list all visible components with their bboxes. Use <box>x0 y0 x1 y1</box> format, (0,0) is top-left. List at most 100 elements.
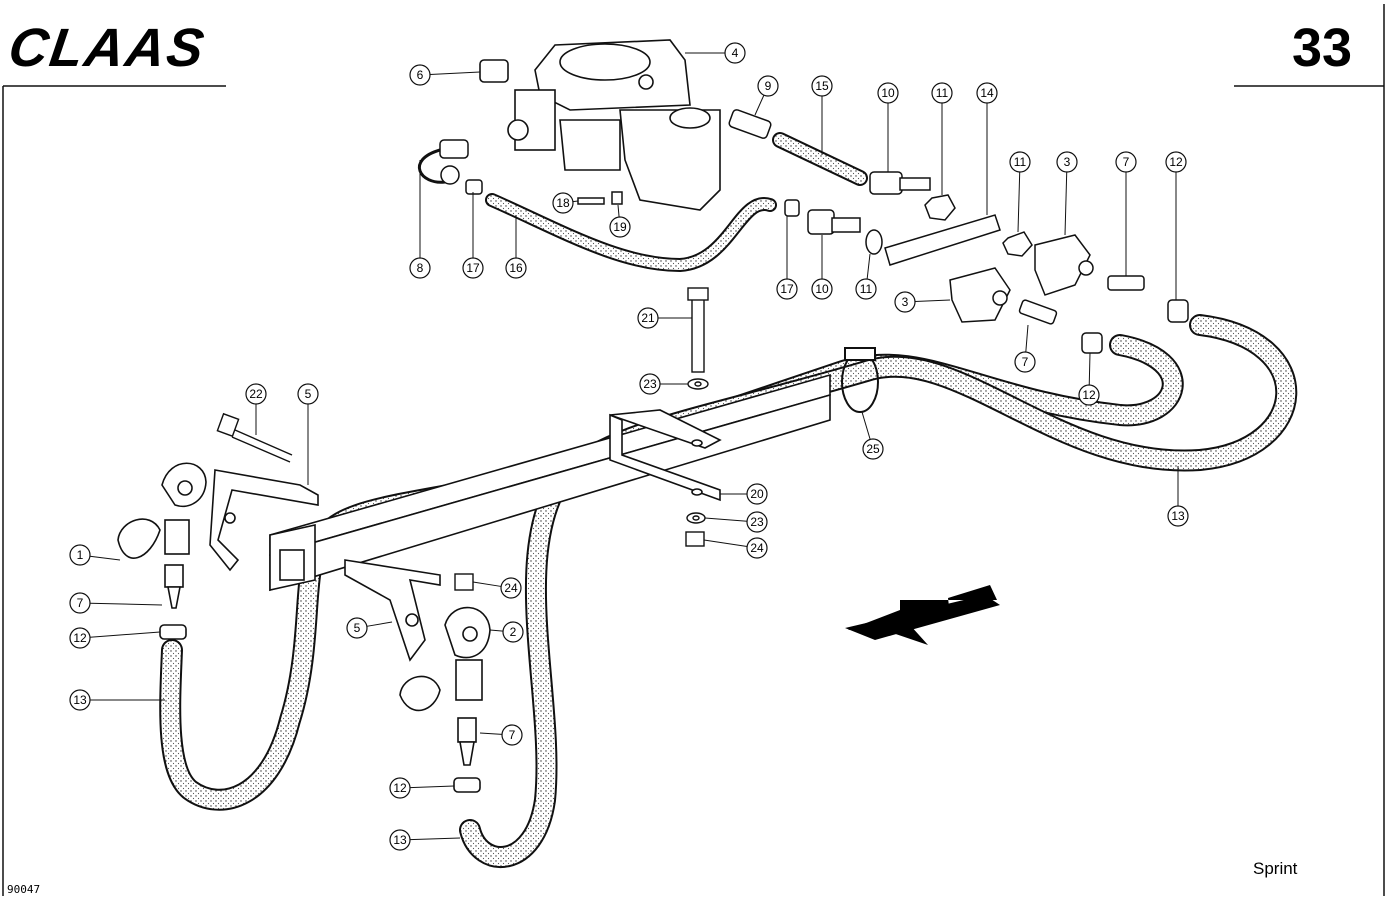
callout-3: 3 <box>1056 151 1078 236</box>
callout-11: 11 <box>855 253 877 300</box>
callout-circle <box>746 483 768 505</box>
callout-leader <box>754 94 765 116</box>
callout-5: 5 <box>297 383 319 485</box>
callout-leader <box>472 581 502 587</box>
callout-15: 15 <box>811 75 833 155</box>
callout-1: 1 <box>69 544 121 566</box>
callout-19: 19 <box>609 204 631 238</box>
callout-number: 16 <box>509 261 523 275</box>
valve-assembly <box>479 39 721 211</box>
callout-circle <box>69 689 91 711</box>
callout-leader <box>479 732 503 735</box>
callout-circle <box>500 577 522 599</box>
callout-number: 19 <box>613 220 627 234</box>
callout-7: 7 <box>69 592 163 614</box>
callout-circle <box>1078 384 1100 406</box>
callout-number: 23 <box>750 515 764 529</box>
callout-number: 5 <box>354 621 361 635</box>
callout-circle <box>1014 351 1036 373</box>
callout-circle <box>502 621 524 643</box>
callout-12: 12 <box>1078 352 1100 406</box>
callout-21: 21 <box>637 307 692 329</box>
callout-leader <box>366 621 393 627</box>
pipe-fittings <box>439 109 1189 354</box>
callout-number: 20 <box>750 487 764 501</box>
fasteners <box>454 287 709 591</box>
callout-leader <box>89 631 161 638</box>
callout-24: 24 <box>472 577 522 599</box>
callout-number: 17 <box>780 282 794 296</box>
callout-number: 12 <box>1082 388 1096 402</box>
hose-clamp-25 <box>841 347 879 413</box>
callout-23: 23 <box>639 373 688 395</box>
callout-number: 17 <box>466 261 480 275</box>
callout-circle <box>724 42 746 64</box>
callout-circle <box>552 192 574 214</box>
callout-8: 8 <box>409 160 431 279</box>
callout-12: 12 <box>389 777 455 799</box>
callout-number: 13 <box>73 693 87 707</box>
callout-number: 15 <box>815 79 829 93</box>
callout-leader <box>409 785 455 789</box>
callout-number: 3 <box>1064 155 1071 169</box>
callout-10: 10 <box>811 235 833 300</box>
callout-number: 12 <box>1169 155 1183 169</box>
callout-7: 7 <box>1115 151 1137 276</box>
callout-number: 24 <box>504 581 518 595</box>
callout-number: 9 <box>765 79 772 93</box>
callout-2: 2 <box>489 621 524 643</box>
direction-arrow-head <box>845 595 1000 640</box>
callout-number: 3 <box>902 295 909 309</box>
callout-11: 11 <box>1009 151 1031 233</box>
callout-circle <box>389 777 411 799</box>
callout-5: 5 <box>346 617 393 639</box>
chassis-beam <box>269 373 831 592</box>
callout-circle <box>855 278 877 300</box>
callout-7: 7 <box>1014 324 1036 373</box>
callout-number: 18 <box>556 196 570 210</box>
callout-number: 5 <box>305 387 312 401</box>
callout-circle <box>894 291 916 313</box>
callout-circle <box>505 257 527 279</box>
page-frame <box>2 4 1385 896</box>
callout-number: 12 <box>393 781 407 795</box>
callout-circle <box>69 592 91 614</box>
callout-4: 4 <box>685 42 746 64</box>
callout-circle <box>776 278 798 300</box>
callout-leader <box>89 555 121 561</box>
callout-leader <box>703 539 748 548</box>
callout-22: 22 <box>245 383 267 435</box>
callout-leader <box>617 204 620 218</box>
callout-number: 8 <box>417 261 424 275</box>
callout-circle <box>69 627 91 649</box>
callout-7: 7 <box>479 724 523 746</box>
callout-9: 9 <box>754 75 779 116</box>
callout-number: 14 <box>980 86 994 100</box>
callout-circle <box>409 257 431 279</box>
callout-number: 7 <box>509 728 516 742</box>
callout-number: 21 <box>641 311 655 325</box>
callout-16: 16 <box>505 215 527 279</box>
callout-leader <box>572 200 579 203</box>
callout-circle <box>245 383 267 405</box>
callout-leader <box>89 602 163 606</box>
callout-number: 23 <box>643 377 657 391</box>
callout-circle <box>746 511 768 533</box>
drawing-code: 90047 <box>7 883 40 896</box>
callout-number: 4 <box>732 46 739 60</box>
callout-circle <box>462 257 484 279</box>
callout-leader <box>1017 171 1021 233</box>
callout-circle <box>976 82 998 104</box>
callout-circle <box>639 373 661 395</box>
callout-circle <box>931 82 953 104</box>
model-name: Sprint <box>1253 859 1298 878</box>
callout-number: 11 <box>1014 155 1027 169</box>
mounting-brackets <box>209 469 441 662</box>
bolt-22 <box>216 412 293 463</box>
callout-14: 14 <box>976 82 998 215</box>
gladhand-couplings <box>117 462 491 793</box>
callout-circle <box>746 537 768 559</box>
callout-25: 25 <box>861 411 884 460</box>
